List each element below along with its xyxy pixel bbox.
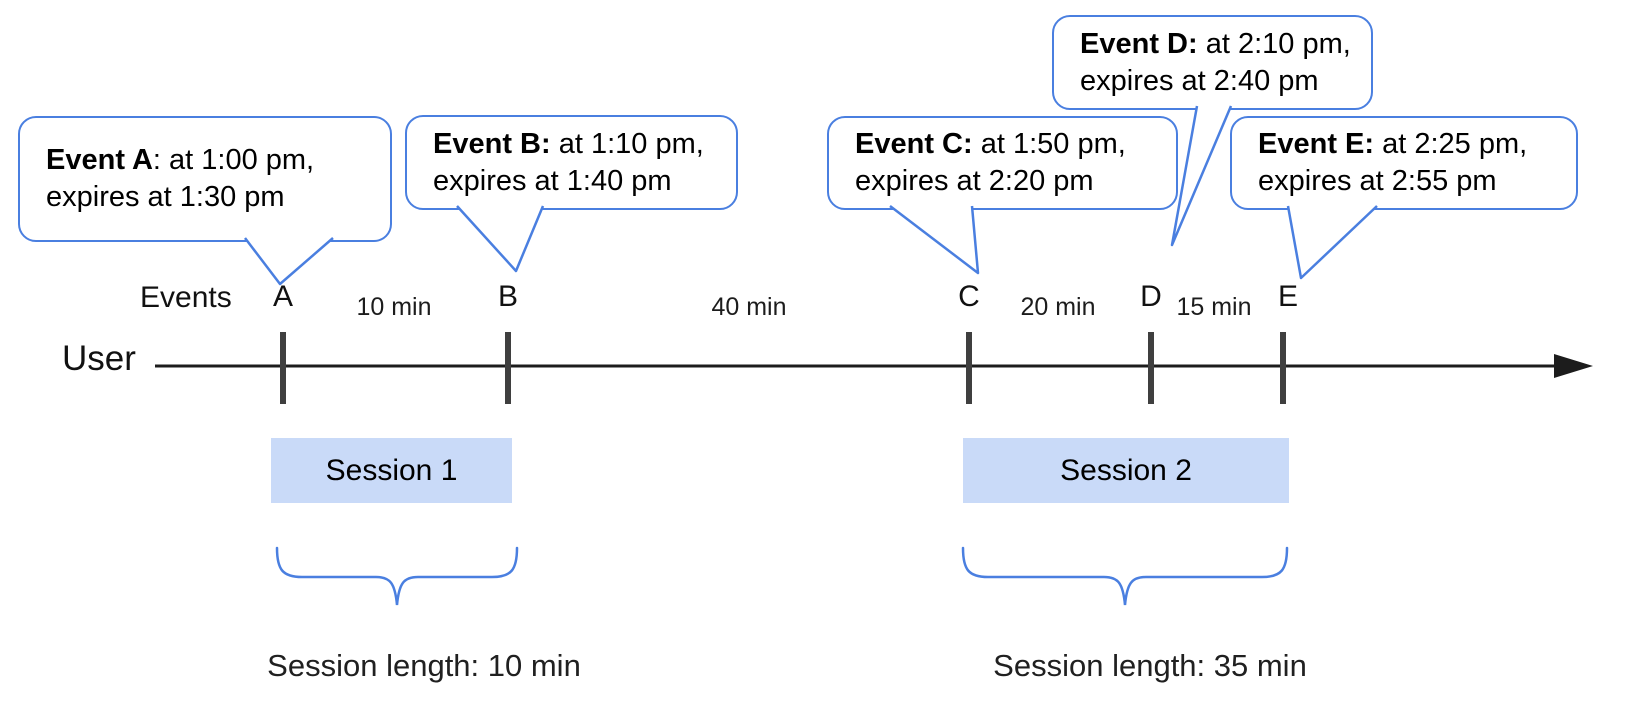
callout-tail-c <box>889 205 980 275</box>
event-d-line1: Event D: at 2:10 pm, <box>1080 26 1371 63</box>
session-1-length-label: Session length: 10 min <box>267 648 581 683</box>
session-1-brace <box>275 546 519 606</box>
event-c-time: at 1:50 pm, <box>972 128 1126 160</box>
event-e-time: at 2:25 pm, <box>1374 128 1528 160</box>
event-e-title: Event E: <box>1258 128 1375 160</box>
gap-label-a-b: 10 min <box>356 293 432 321</box>
event-b-callout: Event B: at 1:10 pm, expires at 1:40 pm <box>405 115 738 210</box>
session-2-length-label: Session length: 35 min <box>993 648 1307 683</box>
event-a-line2: expires at 1:30 pm <box>46 181 285 213</box>
session-2-label: Session 2 <box>1060 453 1192 487</box>
session-2-brace <box>961 546 1289 606</box>
callout-tail-b <box>456 205 545 273</box>
session-1-box: Session 1 <box>271 438 512 503</box>
event-d-title: Event D: <box>1080 27 1198 60</box>
event-a-line1: Event A: at 1:00 pm, <box>46 142 390 179</box>
session-2-box: Session 2 <box>963 438 1289 503</box>
event-c-line2: expires at 2:20 pm <box>855 165 1094 197</box>
event-c-line1: Event C: at 1:50 pm, <box>855 126 1176 163</box>
gap-label-b-c: 40 min <box>711 293 787 321</box>
callout-tail-a <box>244 237 334 286</box>
event-a-time: : at 1:00 pm, <box>152 144 315 176</box>
event-e-marker-label: E <box>1277 280 1299 313</box>
event-e-line1: Event E: at 2:25 pm, <box>1258 126 1576 163</box>
events-axis-label: Events <box>140 281 232 314</box>
event-a-title: Event A <box>46 144 153 176</box>
event-d-callout: Event D: at 2:10 pm, expires at 2:40 pm <box>1052 15 1373 110</box>
event-c-callout: Event C: at 1:50 pm, expires at 2:20 pm <box>827 116 1178 210</box>
event-c-marker-label: C <box>958 280 980 313</box>
event-b-line2: expires at 1:40 pm <box>433 164 672 197</box>
event-e-callout: Event E: at 2:25 pm, expires at 2:55 pm <box>1230 116 1578 210</box>
event-b-line1: Event B: at 1:10 pm, <box>433 126 736 163</box>
event-b-marker-label: B <box>497 280 519 313</box>
event-c-title: Event C: <box>855 128 973 160</box>
event-d-time: at 2:10 pm, <box>1197 27 1351 60</box>
timeline-arrowhead <box>1554 354 1593 378</box>
event-a-callout: Event A: at 1:00 pm, expires at 1:30 pm <box>18 116 392 242</box>
gap-label-d-e: 15 min <box>1176 293 1252 321</box>
event-e-line2: expires at 2:55 pm <box>1258 165 1497 197</box>
callout-tail-e <box>1286 205 1378 280</box>
event-b-title: Event B: <box>433 127 551 160</box>
event-d-marker-label: D <box>1140 280 1162 313</box>
session-1-label: Session 1 <box>325 453 458 487</box>
event-a-marker-label: A <box>272 280 294 313</box>
event-d-line2: expires at 2:40 pm <box>1080 64 1319 97</box>
gap-label-c-d: 20 min <box>1020 293 1096 321</box>
user-axis-label: User <box>62 339 136 378</box>
event-b-time: at 1:10 pm, <box>550 127 704 160</box>
callout-tail-d <box>1170 105 1233 247</box>
